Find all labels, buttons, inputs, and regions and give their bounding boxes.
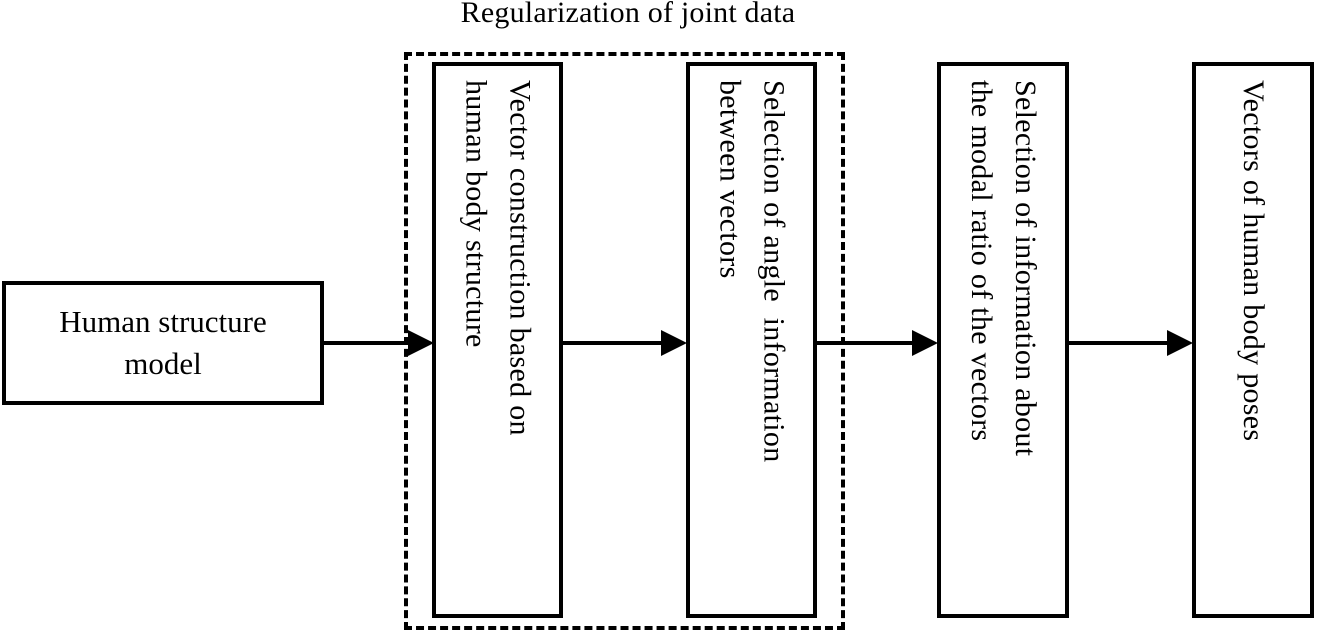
node-angle-selection[interactable]: Selection of angle information between v… (686, 62, 817, 618)
arrow-right-icon (563, 330, 687, 356)
arrow-head (661, 330, 687, 356)
arrow-right-icon (1069, 330, 1193, 356)
node-modal-ratio-selection[interactable]: Selection of information about the modal… (937, 62, 1069, 618)
arrow-shaft (1069, 341, 1169, 345)
vertical-label-wrapper: Vectors of human body poses (1196, 66, 1310, 614)
arrow-shaft (324, 341, 410, 345)
arrow-right-icon (324, 330, 434, 356)
node-label-line-2: model (124, 346, 202, 381)
node-modal-ratio-selection-label: Selection of information about the modal… (965, 80, 1042, 457)
node-label-line-1: Human structure (59, 304, 267, 339)
node-angle-selection-label: Selection of angle information between v… (713, 80, 791, 463)
node-output-vectors[interactable]: Vectors of human body poses (1192, 62, 1314, 618)
arrow-shaft (563, 341, 663, 345)
node-vector-construction[interactable]: Vector construction based on human body … (432, 62, 563, 618)
node-output-vectors-label: Vectors of human body poses (1237, 80, 1270, 442)
vertical-label-wrapper: Selection of information about the modal… (941, 66, 1065, 614)
node-vector-construction-label: Vector construction based on human body … (459, 80, 537, 436)
vertical-label-wrapper: Selection of angle information between v… (690, 66, 813, 614)
arrow-head (1167, 330, 1193, 356)
arrow-right-icon (817, 330, 938, 356)
group-title: Regularization of joint data (460, 0, 796, 29)
arrow-head (912, 330, 938, 356)
arrow-head (408, 330, 434, 356)
vertical-label-wrapper: Vector construction based on human body … (436, 66, 559, 614)
node-human-structure-model-label: Human structure model (59, 301, 266, 385)
arrow-shaft (817, 341, 914, 345)
node-human-structure-model[interactable]: Human structure model (2, 281, 324, 405)
